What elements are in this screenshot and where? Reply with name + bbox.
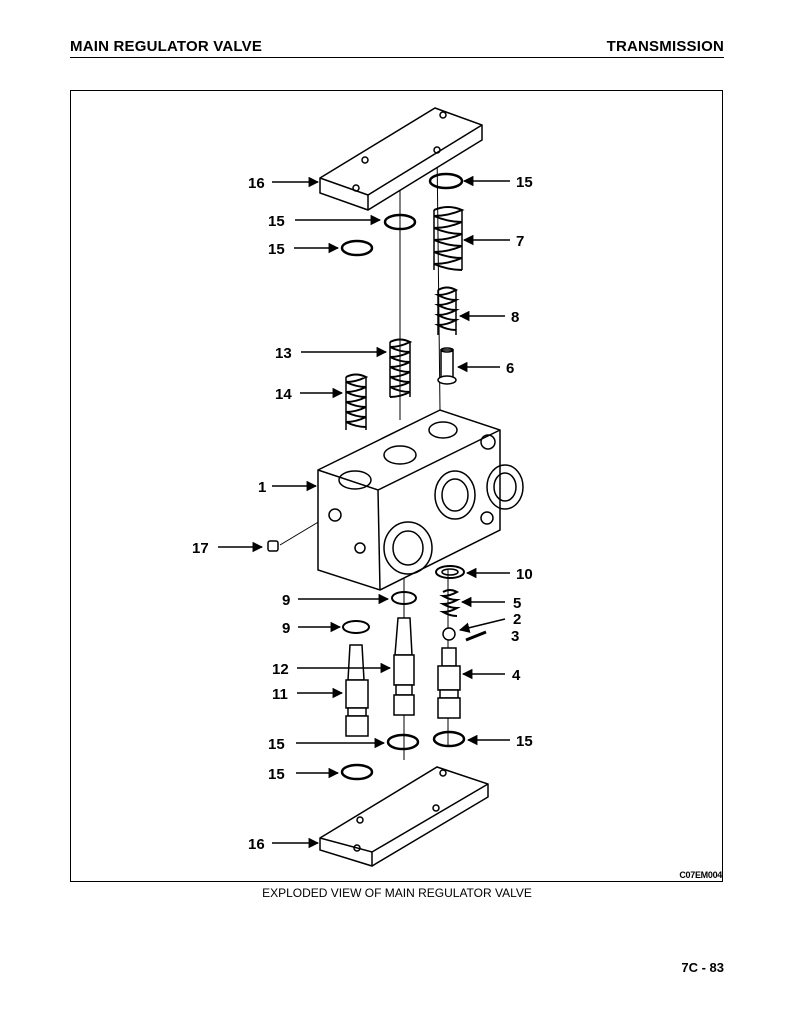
callout-label: 15 [268, 241, 285, 258]
chapter-title: TRANSMISSION [606, 38, 724, 55]
inner-spring [434, 286, 460, 335]
figure-frame [70, 90, 723, 882]
callout-label: 9 [282, 592, 290, 609]
seal-ring [342, 620, 370, 634]
callout-label: 13 [275, 345, 292, 362]
plug [267, 540, 279, 552]
regulator-spring [389, 338, 413, 398]
page-number: 7C - 83 [681, 960, 724, 975]
callout-label: 5 [513, 595, 521, 612]
relief-valve-spool [345, 644, 369, 737]
seal-ring [391, 591, 417, 605]
pin [465, 630, 487, 642]
callout-arrow [458, 618, 506, 633]
washer [435, 565, 465, 579]
outer-spring [433, 206, 465, 271]
spring-retainer [437, 347, 457, 385]
callout-label: 15 [516, 733, 533, 750]
check-ball [442, 627, 456, 641]
callout-label: 15 [268, 213, 285, 230]
header-rule [70, 57, 724, 58]
figure-code: C07EM004 [679, 870, 722, 880]
o-ring [432, 730, 466, 748]
valve-body [317, 409, 524, 591]
o-ring [428, 172, 464, 190]
callout-label: 10 [516, 566, 533, 583]
callout-label: 15 [268, 766, 285, 783]
callout-label: 1 [258, 479, 266, 496]
o-ring [340, 763, 374, 781]
bottom-cover-plate [319, 766, 489, 867]
callout-label: 3 [511, 628, 519, 645]
callout-label: 16 [248, 836, 265, 853]
callout-label: 17 [192, 540, 209, 557]
callout-label: 9 [282, 620, 290, 637]
callout-label: 8 [511, 309, 519, 326]
callout-label: 6 [506, 360, 514, 377]
callout-label: 11 [272, 686, 288, 703]
o-ring [340, 239, 374, 257]
top-cover-plate [319, 107, 483, 211]
section-title: MAIN REGULATOR VALVE [70, 38, 263, 55]
figure-caption: EXPLODED VIEW OF MAIN REGULATOR VALVE [262, 886, 532, 900]
o-ring [386, 733, 420, 751]
callout-label: 7 [516, 233, 524, 250]
callout-label: 16 [248, 175, 265, 192]
callout-label: 2 [513, 611, 521, 628]
check-valve-plunger [437, 647, 461, 719]
o-ring [383, 213, 417, 231]
regulator-valve-spool [393, 617, 415, 716]
relief-spring [345, 373, 369, 430]
check-spring [439, 589, 461, 617]
callout-label: 15 [516, 174, 533, 191]
callout-label: 12 [272, 661, 289, 678]
callout-label: 15 [268, 736, 285, 753]
callout-label: 14 [275, 386, 292, 403]
callout-label: 4 [512, 667, 521, 684]
